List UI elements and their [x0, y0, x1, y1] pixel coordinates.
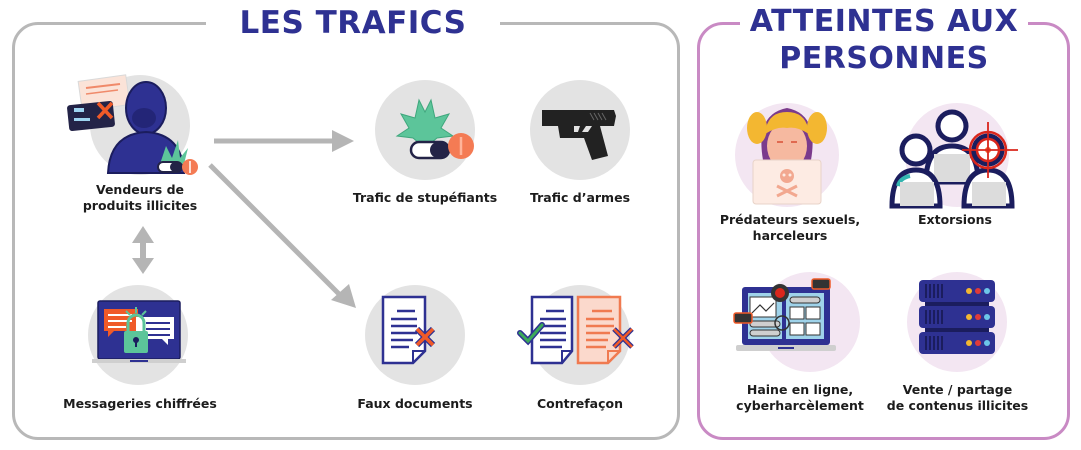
arrow-to-stupefiants: [214, 130, 354, 152]
trafics-title: LES TRAFICS: [206, 4, 500, 42]
stupefiants-label: Trafic de stupéfiants: [352, 190, 498, 205]
hooded-seller-icon: [67, 74, 198, 175]
contrefacon-label: Contrefaçon: [536, 396, 624, 411]
arrow-two-way-messageries: [132, 226, 154, 274]
handgun-icon: [542, 110, 616, 160]
predator-laptop-icon: [747, 108, 827, 205]
messageries-label: Messageries chiffrées: [63, 396, 217, 411]
armes-label: Trafic d’armes: [529, 190, 631, 205]
personnes-title: ATTEINTES AUX PERSONNES: [740, 3, 1028, 77]
predateurs-label: Prédateurs sexuels, harceleurs: [719, 212, 861, 243]
haine-label: Haine en ligne, cyberharcèlement: [736, 382, 864, 413]
personnes-title-line1: ATTEINTES AUX: [749, 4, 1019, 39]
counterfeit-documents-icon: [517, 295, 634, 365]
extorsions-label: Extorsions: [918, 212, 992, 227]
cannabis-pill-icon: [395, 98, 474, 160]
fake-document-icon: [381, 295, 436, 365]
vendeurs-label: Vendeurs de produits illicites: [82, 182, 198, 213]
encrypted-chat-laptop-icon: [92, 300, 186, 363]
faux-documents-label: Faux documents: [357, 396, 473, 411]
arrow-to-faux-documents: [208, 163, 356, 308]
target-people-icon: [889, 109, 1018, 209]
vente-label: Vente / partage de contenus illicites: [886, 382, 1029, 413]
personnes-title-line2: PERSONNES: [779, 41, 989, 76]
hate-laptop-icon: [733, 278, 836, 351]
server-rack-icon: [919, 280, 995, 354]
